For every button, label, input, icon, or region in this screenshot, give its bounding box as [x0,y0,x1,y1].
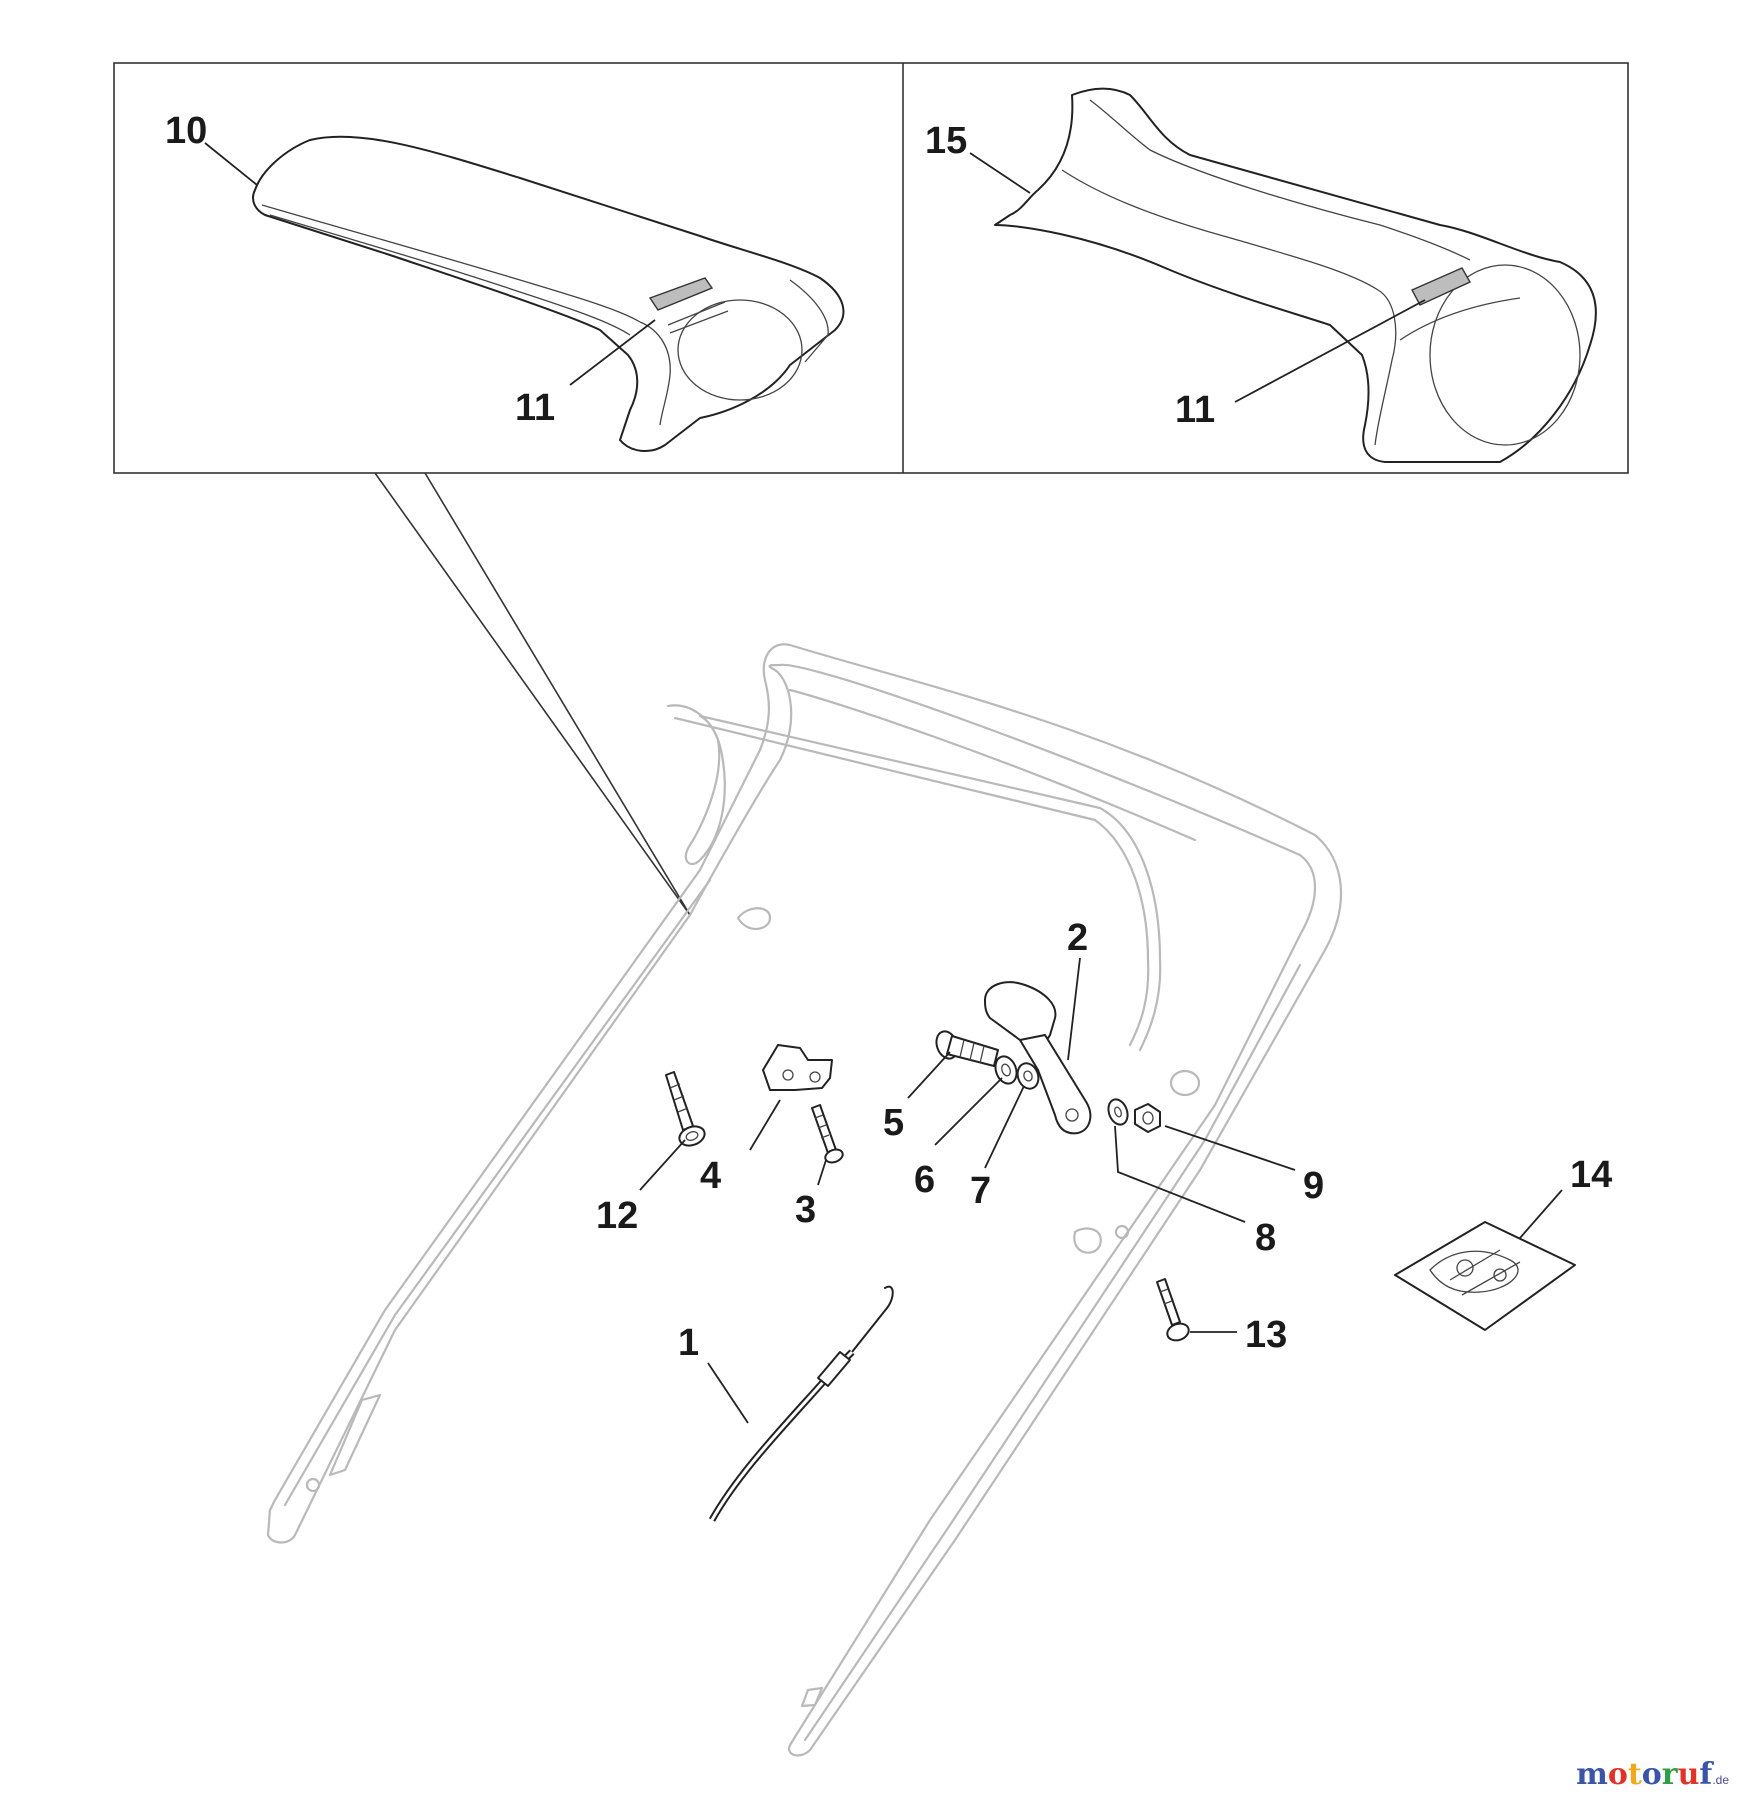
wm-t: t [1627,1757,1642,1792]
label-12: 12 [596,1195,638,1237]
inset-pointer-right [424,472,691,916]
wm-f: f [1699,1757,1713,1792]
part-1-cable [708,1285,894,1522]
label-plate-11b [1411,267,1471,306]
label-8: 8 [1255,1217,1276,1259]
inset-pointer-left [374,472,691,916]
wm-r: r [1661,1757,1678,1792]
label-6: 6 [914,1159,935,1201]
part-4-bracket [762,1044,833,1091]
part-5-bolt [935,1030,999,1067]
handle-cover-right [994,87,1597,463]
label-10: 10 [165,110,207,152]
label-2: 2 [1067,917,1088,959]
label-plate-11a [648,277,714,311]
label-11-left: 11 [515,387,555,429]
label-13: 13 [1245,1314,1287,1356]
label-15: 15 [925,120,967,162]
part-8-washer [1107,1098,1129,1126]
label-9: 9 [1303,1165,1324,1207]
part-12-screw [665,1071,706,1147]
handle-frame [266,643,1343,1757]
wm-o1: o [1607,1757,1628,1792]
leader-lines [204,142,1563,1424]
part-labels: 10 11 15 11 2 5 6 7 8 9 4 3 12 13 14 1 [165,110,1612,1364]
wm-u: u [1677,1757,1700,1792]
label-1: 1 [678,1322,699,1364]
part-6-washer [994,1055,1018,1085]
part-13-screw [1156,1278,1190,1342]
label-11-right: 11 [1175,389,1215,431]
part-9-nut [1134,1103,1161,1133]
wm-suffix: .de [1712,1773,1729,1787]
part-3-screw [811,1104,844,1164]
part-7-washer [1016,1062,1040,1090]
label-4: 4 [700,1155,721,1197]
label-7: 7 [970,1170,991,1212]
label-5: 5 [883,1102,904,1144]
label-3: 3 [795,1189,816,1231]
wm-m: m [1576,1757,1608,1792]
part-2-lever [984,981,1092,1135]
handle-cover-left [252,135,845,452]
part-14-parts-bag [1394,1221,1576,1331]
motoruf-watermark: motoruf.de [1576,1757,1729,1792]
label-14: 14 [1570,1154,1612,1196]
wm-o2: o [1641,1757,1662,1792]
inset-frame [113,62,1629,474]
